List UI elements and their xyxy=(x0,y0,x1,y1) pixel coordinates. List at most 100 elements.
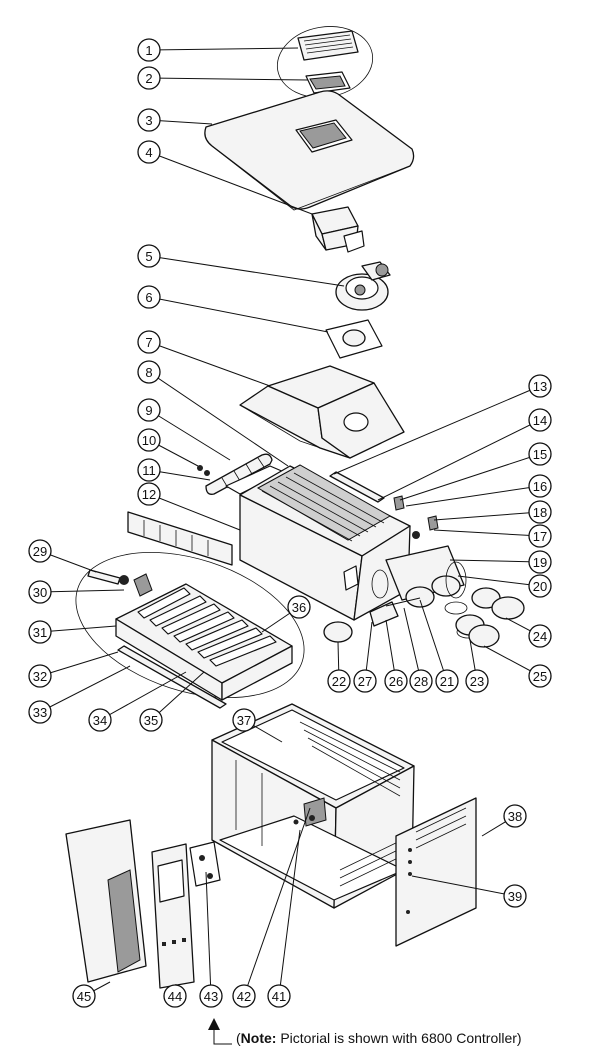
callout-5: 5 xyxy=(137,244,161,268)
callout-14: 14 xyxy=(528,408,552,432)
callout-number: 9 xyxy=(145,403,152,418)
callout-number: 32 xyxy=(33,669,47,684)
cabinet-base xyxy=(211,703,415,909)
callout-11: 11 xyxy=(137,458,161,482)
callout-25: 25 xyxy=(528,664,552,688)
callout-number: 19 xyxy=(533,555,547,570)
callout-34: 34 xyxy=(88,708,112,732)
leader-line-43 xyxy=(205,871,212,997)
front-door xyxy=(65,819,147,983)
callout-number: 27 xyxy=(358,674,372,689)
callout-number: 17 xyxy=(533,529,547,544)
callout-number: 22 xyxy=(332,674,346,689)
callout-number: 23 xyxy=(470,674,484,689)
callout-number: 36 xyxy=(292,600,306,615)
leader-line-31 xyxy=(39,625,117,633)
note-arrow xyxy=(208,1018,232,1045)
callout-29: 29 xyxy=(28,539,52,563)
callout-number: 10 xyxy=(142,433,156,448)
leader-line-42 xyxy=(243,807,311,997)
side-access-panel xyxy=(395,797,477,947)
callout-number: 1 xyxy=(145,43,152,58)
leader-line-30 xyxy=(39,589,125,593)
flue-collar xyxy=(311,206,365,253)
callout-27: 27 xyxy=(353,669,377,693)
leader-line-9 xyxy=(148,409,231,461)
callout-32: 32 xyxy=(28,664,52,688)
controller-bracket xyxy=(189,841,221,887)
callout-number: 28 xyxy=(414,674,428,689)
callout-number: 18 xyxy=(533,505,547,520)
leader-line-8 xyxy=(148,371,289,467)
callout-12: 12 xyxy=(137,482,161,506)
callout-15: 15 xyxy=(528,442,552,466)
leader-line-33 xyxy=(39,665,131,713)
callout-33: 33 xyxy=(28,700,52,724)
callout-number: 43 xyxy=(204,989,218,1004)
callout-3: 3 xyxy=(137,108,161,132)
leader-line-5 xyxy=(148,255,345,287)
leader-line-20 xyxy=(457,575,541,587)
heat-exchanger xyxy=(127,464,411,621)
leader-line-4 xyxy=(148,151,313,215)
water-valve-assembly xyxy=(323,495,525,648)
top-cover xyxy=(204,90,415,211)
callout-19: 19 xyxy=(528,550,552,574)
callout-2: 2 xyxy=(137,66,161,90)
callout-1: 1 xyxy=(137,38,161,62)
callout-number: 3 xyxy=(145,113,152,128)
callout-6: 6 xyxy=(137,285,161,309)
callout-24: 24 xyxy=(528,624,552,648)
callout-number: 30 xyxy=(33,585,47,600)
burner-tray-assembly xyxy=(75,552,305,709)
callout-number: 16 xyxy=(533,479,547,494)
blower-gasket xyxy=(325,319,383,359)
leader-line-7 xyxy=(148,341,271,387)
callout-26: 26 xyxy=(384,669,408,693)
callout-number: 35 xyxy=(144,713,158,728)
callout-number: 39 xyxy=(508,889,522,904)
callout-number: 15 xyxy=(533,447,547,462)
callout-7: 7 xyxy=(137,330,161,354)
callout-35: 35 xyxy=(139,708,163,732)
callout-42: 42 xyxy=(232,984,256,1008)
callout-8: 8 xyxy=(137,360,161,384)
callout-38: 38 xyxy=(503,804,527,828)
callout-number: 20 xyxy=(533,579,547,594)
callout-36: 36 xyxy=(287,595,311,619)
leader-line-35 xyxy=(150,671,205,721)
callout-number: 4 xyxy=(145,145,152,160)
callout-17: 17 xyxy=(528,524,552,548)
callout-18: 18 xyxy=(528,500,552,524)
leader-line-13 xyxy=(333,385,541,475)
vent-grille-assembly xyxy=(276,26,374,98)
callout-23: 23 xyxy=(465,669,489,693)
leader-line-34 xyxy=(99,671,187,721)
callout-number: 13 xyxy=(533,379,547,394)
callout-number: 2 xyxy=(145,71,152,86)
callout-13: 13 xyxy=(528,374,552,398)
blower xyxy=(335,261,391,311)
callout-number: 45 xyxy=(77,989,91,1004)
callout-number: 41 xyxy=(272,989,286,1004)
leader-line-18 xyxy=(433,511,541,521)
leader-line-17 xyxy=(433,529,541,537)
callout-number: 44 xyxy=(168,989,182,1004)
callout-16: 16 xyxy=(528,474,552,498)
callout-39: 39 xyxy=(503,884,527,908)
leader-line-32 xyxy=(39,651,119,677)
callout-number: 34 xyxy=(93,713,107,728)
callout-number: 7 xyxy=(145,335,152,350)
callout-number: 21 xyxy=(440,674,454,689)
leader-line-15 xyxy=(399,453,541,501)
callout-9: 9 xyxy=(137,398,161,422)
leader-line-2 xyxy=(148,77,309,81)
callout-10: 10 xyxy=(137,428,161,452)
callout-number: 26 xyxy=(389,674,403,689)
flue-hood xyxy=(239,365,405,459)
callout-44: 44 xyxy=(163,984,187,1008)
callout-number: 38 xyxy=(508,809,522,824)
leader-line-28 xyxy=(403,607,422,682)
callout-number: 42 xyxy=(237,989,251,1004)
